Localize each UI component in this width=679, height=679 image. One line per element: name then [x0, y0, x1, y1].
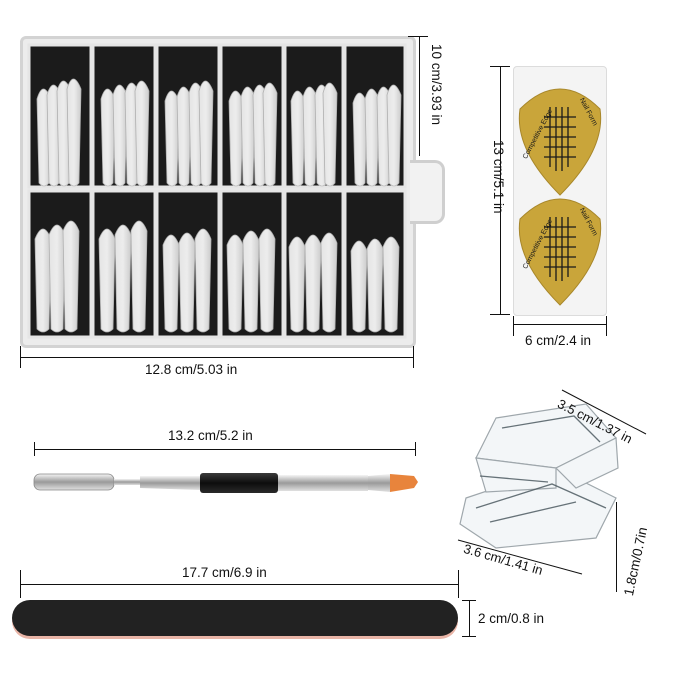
brush-length-label: 13.2 cm/5.2 in — [168, 428, 253, 443]
forms-height-label: 13 cm/5.1 in — [491, 140, 506, 214]
forms-width-label: 6 cm/2.4 in — [525, 333, 592, 348]
clip-height-line — [616, 502, 617, 592]
forms-width-line — [513, 324, 607, 325]
nail-form-stickers — [518, 88, 602, 306]
file-length-label: 17.7 cm/6.9 in — [182, 565, 267, 580]
nail-form-roll: Competitive Edge Nail Form Competitive E… — [513, 66, 607, 316]
box-latch — [410, 160, 445, 224]
dual-end-brush — [33, 473, 418, 493]
brush-length-line — [34, 449, 416, 450]
forms-width-tick-right — [606, 316, 607, 336]
forms-height-line — [500, 66, 501, 314]
nail-tips-box-compartments — [27, 43, 407, 339]
box-height-line — [419, 36, 420, 156]
box-width-label: 12.8 cm/5.03 in — [145, 362, 238, 377]
nail-tips-box — [20, 36, 416, 348]
box-height-label: 10 cm/3.93 in — [429, 44, 444, 126]
forms-width-tick-left — [513, 316, 514, 336]
clip-length-line — [561, 389, 647, 435]
nail-file — [12, 600, 458, 639]
box-width-line — [20, 357, 414, 358]
file-width-label: 2 cm/0.8 in — [478, 611, 545, 626]
file-length-line — [20, 584, 458, 585]
file-width-line — [469, 600, 470, 637]
forms-height-tick-bottom — [490, 314, 510, 315]
clip-width-line — [457, 539, 583, 575]
nail-clip — [459, 403, 619, 549]
box-height-tick-top — [408, 36, 428, 37]
file-length-tick-right — [458, 570, 459, 598]
